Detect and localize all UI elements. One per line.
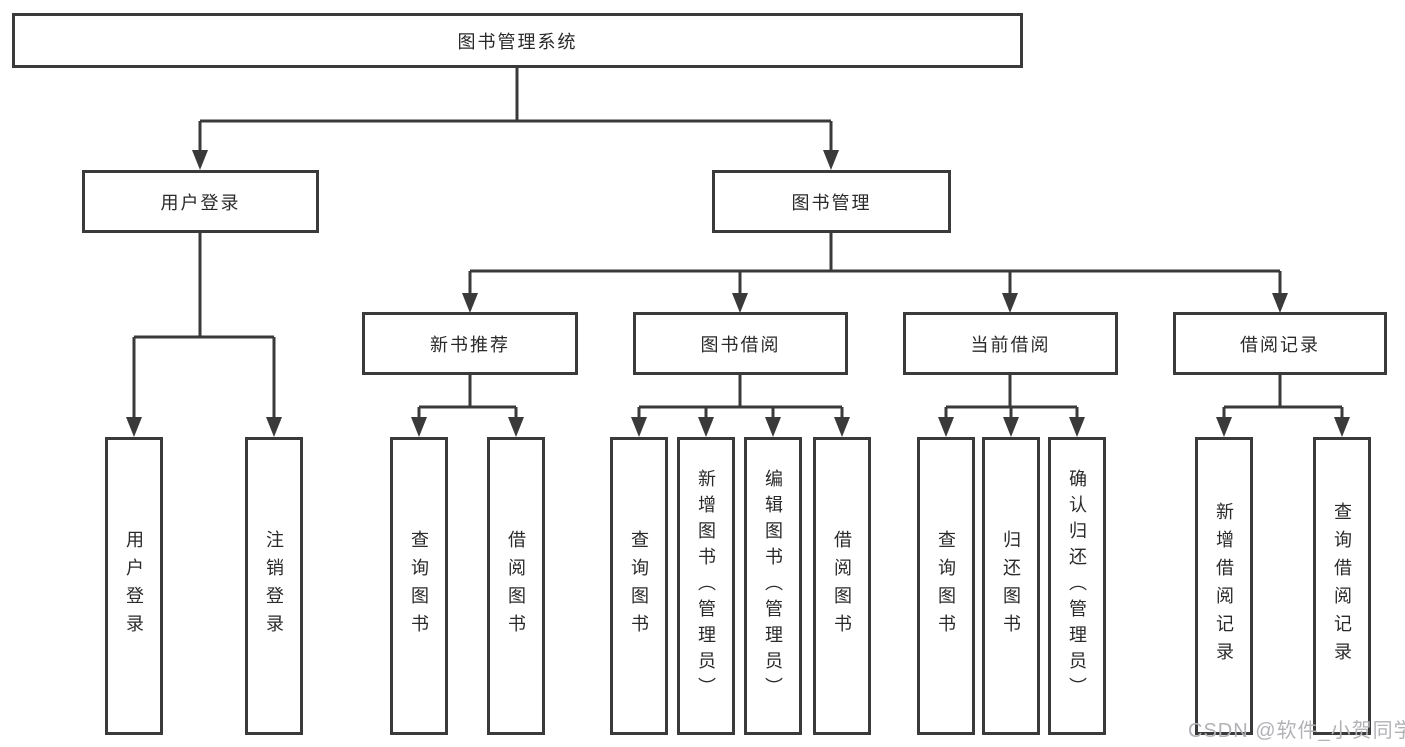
node-book-borrow: 图书借阅 <box>633 312 848 375</box>
node-add-borrow-record: 新增借阅记录 <box>1195 437 1253 735</box>
node-label: 新增图书（管理员） <box>696 469 716 703</box>
node-borrow-books-leaf: 借阅图书 <box>813 437 871 735</box>
node-new-book-recommend: 新书推荐 <box>362 312 578 375</box>
node-borrow-books-recommend: 借阅图书 <box>487 437 545 735</box>
node-query-books-recommend: 查询图书 <box>390 437 448 735</box>
node-logout-leaf: 注销登录 <box>245 437 303 735</box>
arrow-down-icon <box>1002 293 1018 313</box>
node-label: 查询借阅记录 <box>1332 502 1352 670</box>
node-label: 编辑图书（管理员） <box>763 469 783 703</box>
arrow-down-icon <box>266 417 282 437</box>
arrow-down-icon <box>508 417 524 437</box>
arrow-down-icon <box>823 150 839 170</box>
arrow-down-icon <box>698 417 714 437</box>
node-user-login-leaf: 用户登录 <box>105 437 163 735</box>
node-query-books-borrow: 查询图书 <box>610 437 668 735</box>
arrow-down-icon <box>938 417 954 437</box>
node-query-books-current: 查询图书 <box>917 437 975 735</box>
node-label: 查询图书 <box>409 530 429 642</box>
arrow-down-icon <box>1334 417 1350 437</box>
node-label: 查询图书 <box>936 530 956 642</box>
arrow-down-icon <box>631 417 647 437</box>
node-label: 用户登录 <box>124 530 144 642</box>
node-borrow-records: 借阅记录 <box>1173 312 1387 375</box>
arrow-down-icon <box>1003 417 1019 437</box>
node-label: 借阅图书 <box>832 530 852 642</box>
node-edit-book-admin: 编辑图书（管理员） <box>744 437 802 735</box>
node-label: 借阅图书 <box>506 530 526 642</box>
node-label: 归还图书 <box>1001 530 1021 642</box>
node-label: 查询图书 <box>629 530 649 642</box>
node-book-management: 图书管理 <box>712 170 951 233</box>
arrow-down-icon <box>834 417 850 437</box>
watermark: CSDN @软件_小贺同学 <box>1188 720 1405 742</box>
node-root: 图书管理系统 <box>12 13 1023 68</box>
arrow-down-icon <box>765 417 781 437</box>
node-confirm-return-admin: 确认归还（管理员） <box>1048 437 1106 735</box>
node-query-borrow-record: 查询借阅记录 <box>1313 437 1371 735</box>
arrow-down-icon <box>411 417 427 437</box>
node-label: 注销登录 <box>264 530 284 642</box>
node-label: 新增借阅记录 <box>1214 502 1234 670</box>
arrow-down-icon <box>1272 293 1288 313</box>
arrow-down-icon <box>462 293 478 313</box>
node-label: 确认归还（管理员） <box>1067 469 1087 703</box>
arrow-down-icon <box>126 417 142 437</box>
node-return-books: 归还图书 <box>982 437 1040 735</box>
node-current-borrow: 当前借阅 <box>903 312 1118 375</box>
node-user-login: 用户登录 <box>82 170 319 233</box>
arrow-down-icon <box>1069 417 1085 437</box>
arrow-down-icon <box>192 150 208 170</box>
arrow-down-icon <box>732 293 748 313</box>
node-add-book-admin: 新增图书（管理员） <box>677 437 735 735</box>
arrow-down-icon <box>1216 417 1232 437</box>
